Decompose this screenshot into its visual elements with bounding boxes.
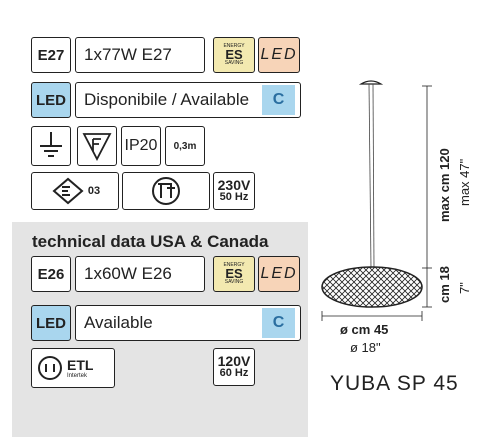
socket-code-e26: E26: [31, 256, 71, 292]
f-mark-icon: [77, 126, 117, 166]
ground-icon: [31, 126, 71, 166]
etl-circle-icon: [38, 356, 62, 380]
height-max-cm: max cm 120: [437, 148, 452, 222]
height-in: 7": [457, 282, 472, 294]
product-name: YUBA SP 45: [330, 372, 459, 395]
usa-frequency-value: 60 Hz: [219, 367, 249, 379]
frequency-value: 50 Hz: [219, 191, 249, 203]
distance-rating-text: 0,3m: [173, 140, 197, 152]
usa-heading: technical data USA & Canada: [32, 232, 269, 251]
availability-field: Disponibile / Available: [75, 82, 301, 118]
etl-text: ETL: [67, 357, 94, 373]
usa-led-code: LED: [31, 305, 71, 341]
energy-saving-label: ENERGY ES SAVING: [213, 37, 255, 73]
led-code: LED: [31, 82, 71, 118]
voltage-120: 120V 60 Hz: [213, 348, 255, 386]
energy-label-top: ENERGY: [223, 43, 245, 49]
etl-intertek: Intertek: [67, 373, 88, 379]
usa-energy-label-bottom: SAVING: [224, 279, 244, 285]
height-cm: cm 18: [437, 266, 452, 303]
socket-code-e27: E27: [31, 37, 71, 73]
pct-certification-icon: [122, 172, 210, 210]
diameter-in: ø 18": [350, 340, 381, 355]
etl-certification-icon: ETL Intertek: [31, 348, 115, 388]
height-max-in: max 47": [457, 158, 472, 206]
usa-voltage-value: 120V: [217, 353, 251, 369]
usa-energy-label-mark: ES: [225, 266, 243, 281]
bulb-spec-field: 1x77W E27: [75, 37, 205, 73]
voltage-value: 230V: [217, 177, 251, 193]
ce-mark-icon: 03: [31, 172, 119, 210]
ip-rating: IP20: [121, 126, 161, 166]
usa-led-badge: LED: [258, 256, 300, 292]
energy-class-badge: C: [262, 85, 295, 115]
energy-label-mark: ES: [225, 47, 243, 62]
diameter-cm: ø cm 45: [340, 322, 389, 337]
usa-energy-saving-label: ENERGY ES SAVING: [213, 256, 255, 292]
usa-energy-label-top: ENERGY: [223, 262, 245, 268]
distance-rating-icon: 0,3m: [165, 126, 205, 166]
led-badge: LED: [258, 37, 300, 73]
energy-label-bottom: SAVING: [224, 60, 244, 66]
ce-mark-number: 03: [87, 185, 101, 197]
voltage-230: 230V 50 Hz: [213, 172, 255, 210]
usa-energy-class-badge: C: [262, 308, 295, 338]
usa-bulb-spec-field: 1x60W E26: [75, 256, 205, 292]
